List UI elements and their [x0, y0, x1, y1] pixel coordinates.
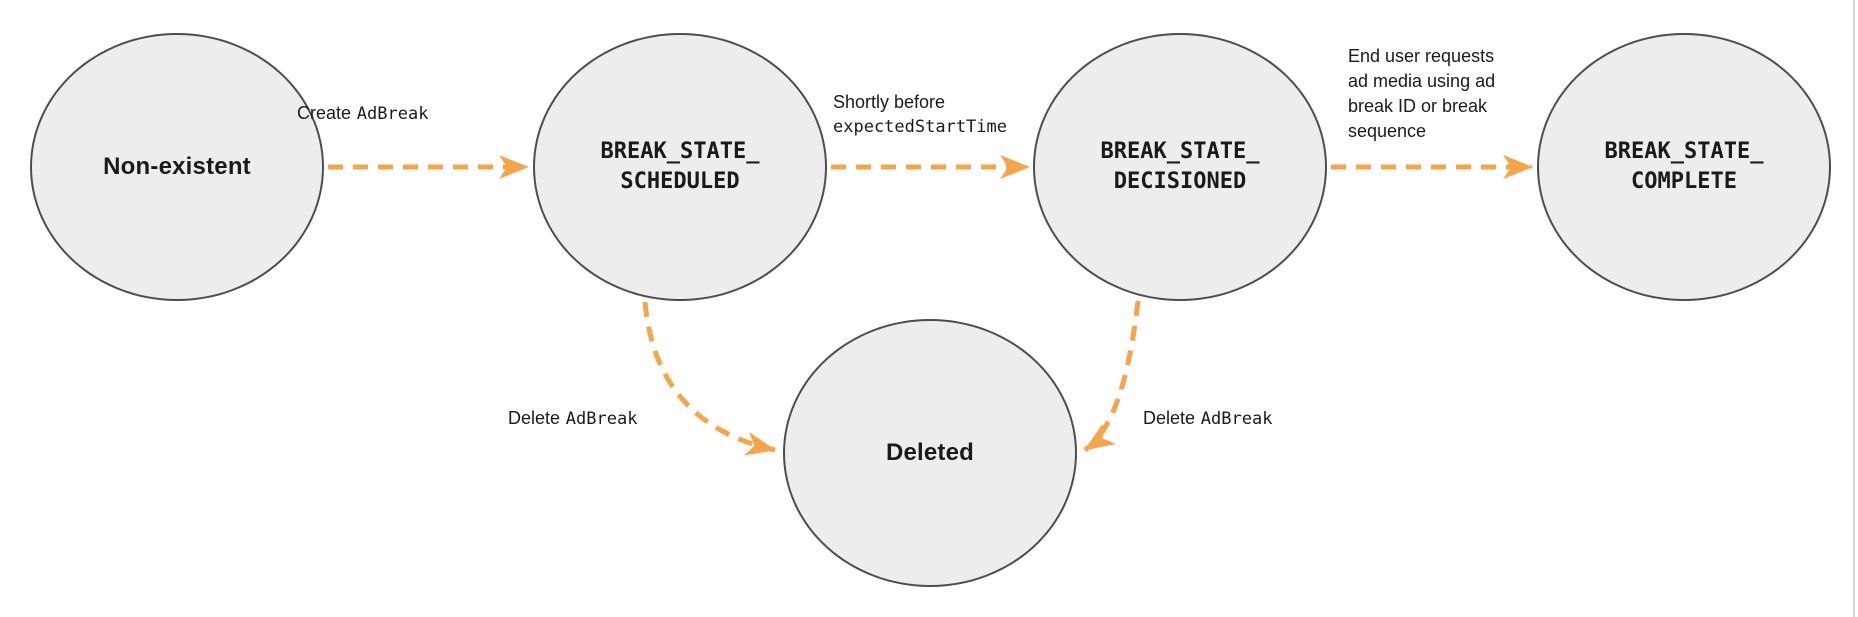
- state-label-line1: BREAK_STATE_: [1604, 139, 1764, 164]
- edge-label-line: break ID or break: [1348, 96, 1488, 116]
- state-label-line1: BREAK_STATE_: [600, 139, 760, 164]
- edge-label-shortly-before-expectedstarttime: Shortly before expectedStartTime: [833, 90, 1007, 140]
- state-label-line2: DECISIONED: [1113, 169, 1247, 194]
- edge-label-line: sequence: [1348, 121, 1427, 141]
- edge-label-line: ad media using ad: [1348, 71, 1496, 91]
- state-label-line2: SCHEDULED: [620, 169, 740, 194]
- edge-label-text: Create: [297, 103, 352, 123]
- edge-label-code: expectedStartTime: [833, 117, 1007, 137]
- edge-label-code: AdBreak: [356, 104, 429, 124]
- state-label: BREAK_STATE_ COMPLETE: [1605, 137, 1764, 197]
- state-node-non-existent: Non-existent: [30, 33, 324, 301]
- state-label: BREAK_STATE_ SCHEDULED: [601, 137, 760, 197]
- edge-label-line: End user requests: [1348, 46, 1495, 66]
- state-node-break-state-scheduled: BREAK_STATE_ SCHEDULED: [533, 33, 827, 301]
- state-label-line1: BREAK_STATE_: [1100, 139, 1260, 164]
- edge-label-text: Delete: [508, 408, 561, 428]
- edge-label-text: Delete: [1143, 408, 1196, 428]
- edge-label-text: Shortly before: [833, 92, 946, 112]
- state-label-line2: COMPLETE: [1631, 169, 1737, 194]
- arrow-delete-adbreak-from-decisioned: [1083, 300, 1141, 453]
- state-label: Deleted: [885, 439, 975, 466]
- state-node-break-state-decisioned: BREAK_STATE_ DECISIONED: [1033, 33, 1327, 301]
- edge-label-end-user-requests: End user requests ad media using ad brea…: [1348, 44, 1495, 144]
- state-label: Non-existent: [103, 153, 251, 180]
- state-node-deleted: Deleted: [783, 319, 1077, 587]
- state-label: BREAK_STATE_ DECISIONED: [1101, 137, 1260, 197]
- edge-label-code: AdBreak: [1200, 409, 1273, 429]
- edge-label-code: AdBreak: [565, 409, 638, 429]
- arrow-delete-adbreak-from-scheduled: [642, 301, 776, 456]
- state-node-break-state-complete: BREAK_STATE_ COMPLETE: [1537, 33, 1831, 301]
- page-edge-divider: [1853, 0, 1855, 617]
